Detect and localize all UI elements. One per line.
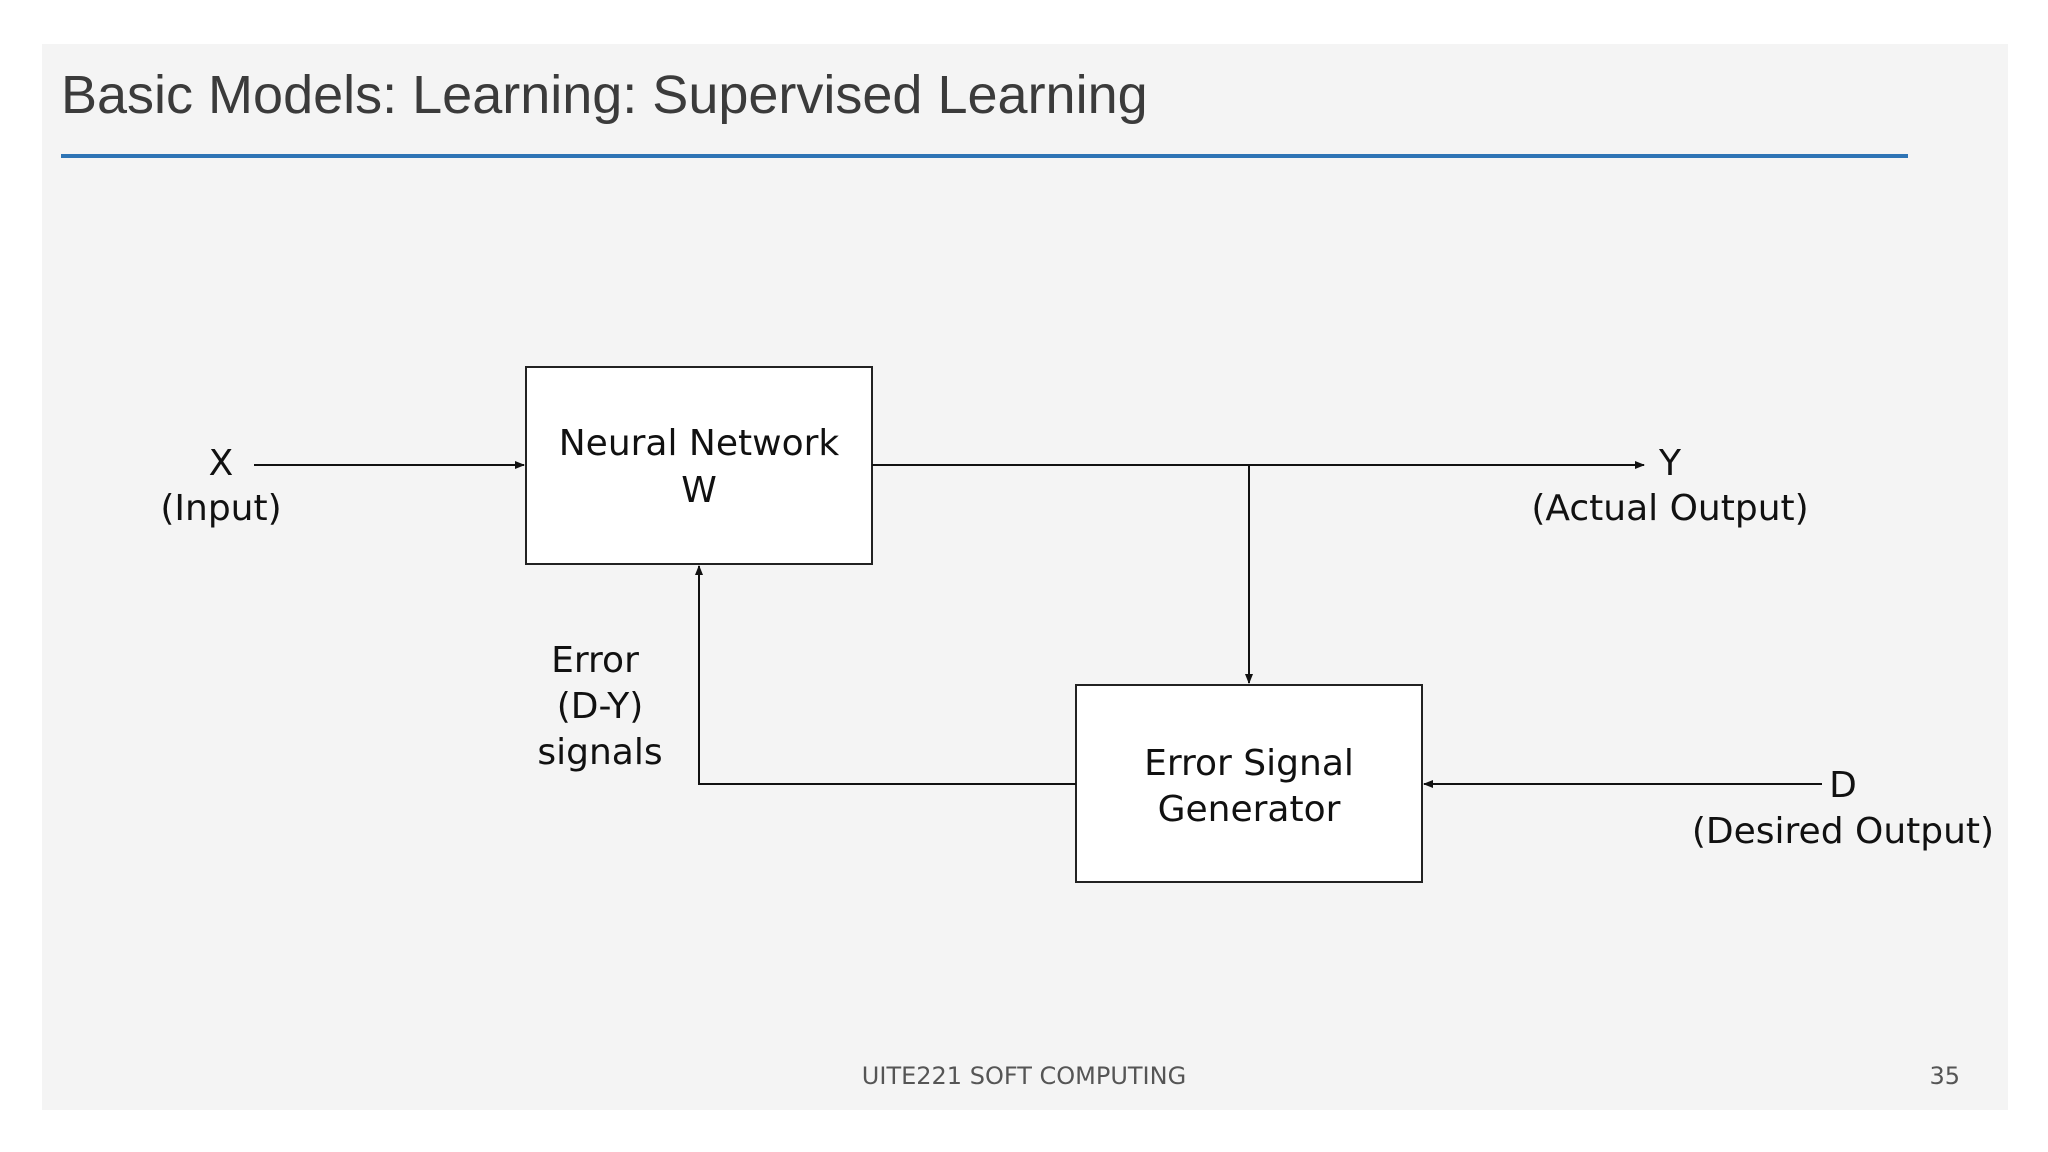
error-generator-label-line1: Error Signal <box>1144 743 1354 784</box>
error-feedback-arrow <box>695 565 1076 785</box>
page-number: 35 <box>1929 1062 1960 1090</box>
output-symbol: Y <box>1658 443 1682 484</box>
error-label-line2: (D-Y) <box>557 686 644 727</box>
error-signal-generator-box <box>1075 684 1423 883</box>
title-underline <box>61 154 1908 158</box>
error-label-line3: signals <box>537 732 662 773</box>
input-symbol: X <box>209 443 234 484</box>
output-caption: (Actual Output) <box>1531 488 1808 529</box>
neural-network-label: Neural Network <box>559 423 840 464</box>
error-generator-label-line2: Generator <box>1158 789 1341 830</box>
desired-caption: (Desired Output) <box>1692 811 1994 852</box>
desired-symbol: D <box>1829 765 1857 806</box>
error-label-line1: Error <box>551 640 639 681</box>
slide-footer: UITE221 SOFT COMPUTING <box>861 1062 1187 1090</box>
input-caption: (Input) <box>160 488 281 529</box>
neural-network-weight: W <box>681 470 717 511</box>
page-title: Basic Models: Learning: Supervised Learn… <box>61 65 1148 125</box>
slide-background <box>42 44 2008 1110</box>
neural-network-box <box>525 366 873 565</box>
